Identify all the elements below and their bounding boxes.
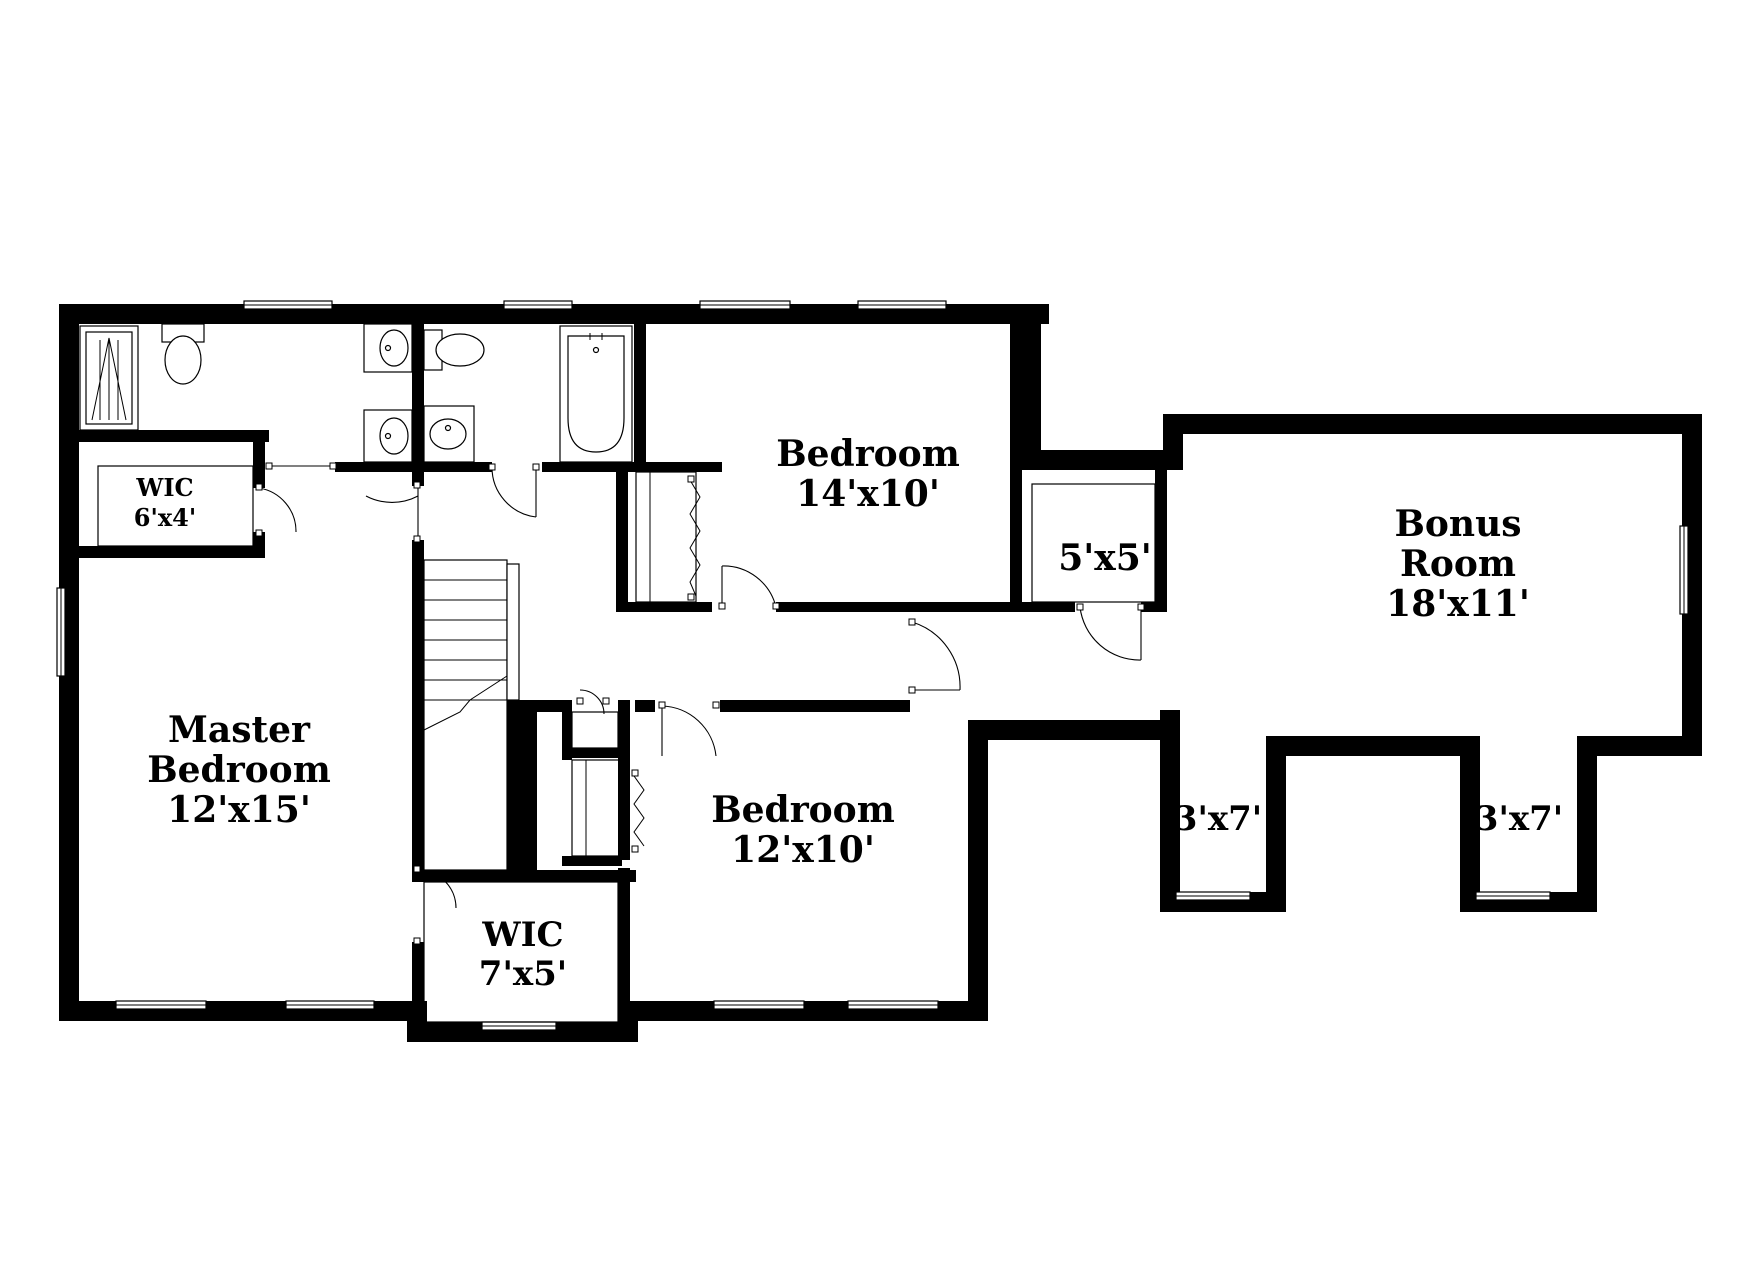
door [488,463,540,518]
window [56,587,66,677]
door [413,865,457,945]
wic-small-size: 6'x4' [134,503,196,532]
window [115,1000,207,1010]
window [503,300,573,310]
bonus-room-label: Room [1400,543,1516,585]
door [908,618,961,694]
window [713,1000,805,1010]
window [481,1021,557,1031]
closet-bedroom-top [635,471,701,603]
door [718,565,780,610]
interior-walls [79,324,1167,1022]
master-bedroom-size: 12'x15' [167,789,311,831]
closet-small-hall [571,711,619,749]
nook-right-size: 3'x7' [1475,799,1563,839]
windows [56,300,1689,1031]
bonus-room-size: 18'x11' [1386,583,1530,625]
closet-bedroom-bottom [571,759,645,857]
toilet-icon [161,323,205,385]
wic-master-interior [423,881,619,1023]
wic-master-label: WIC [481,915,563,955]
door [365,481,421,543]
sink-icon [363,409,413,463]
window [857,300,947,310]
exterior-walls [59,304,1702,1042]
window [243,300,333,310]
bathtub-icon [559,325,633,463]
wic-small-interior [97,465,254,547]
door [658,701,720,757]
master-bath-fixtures [79,323,413,463]
bedroom-bottom-label: Bedroom [711,789,895,831]
bedroom-bottom-size: 12'x10' [731,829,875,871]
door [1076,603,1145,661]
bonus-room-label: Bonus [1394,503,1521,545]
door [576,689,610,715]
wic-small-label: WIC [135,473,193,502]
doors [255,462,1145,945]
shower-icon [79,325,139,431]
window [699,300,791,310]
window [847,1000,939,1010]
staircase [423,559,520,871]
wic-master-size: 7'x5' [479,954,567,994]
bedroom-top-size: 14'x10' [796,473,940,515]
toilet-icon [423,329,485,371]
sink-icon [363,323,413,373]
bedroom-top-label: Bedroom [776,433,960,475]
closet-5x5-size: 5'x5' [1058,537,1152,579]
nook-left-size: 3'x7' [1174,799,1262,839]
bath-two-fixtures [423,325,633,463]
master-bedroom-label: Master [168,709,311,751]
door [265,462,337,470]
window [1175,891,1251,901]
master-bedroom-label: Bedroom [147,749,331,791]
window [1679,525,1689,615]
room-labels: Master Bedroom 12'x15' WIC 6'x4' WIC 7'x… [134,433,1563,994]
closet-5x5 [1031,483,1156,603]
window [1475,891,1551,901]
window [285,1000,375,1010]
door [255,483,297,537]
sink-icon [423,405,475,463]
